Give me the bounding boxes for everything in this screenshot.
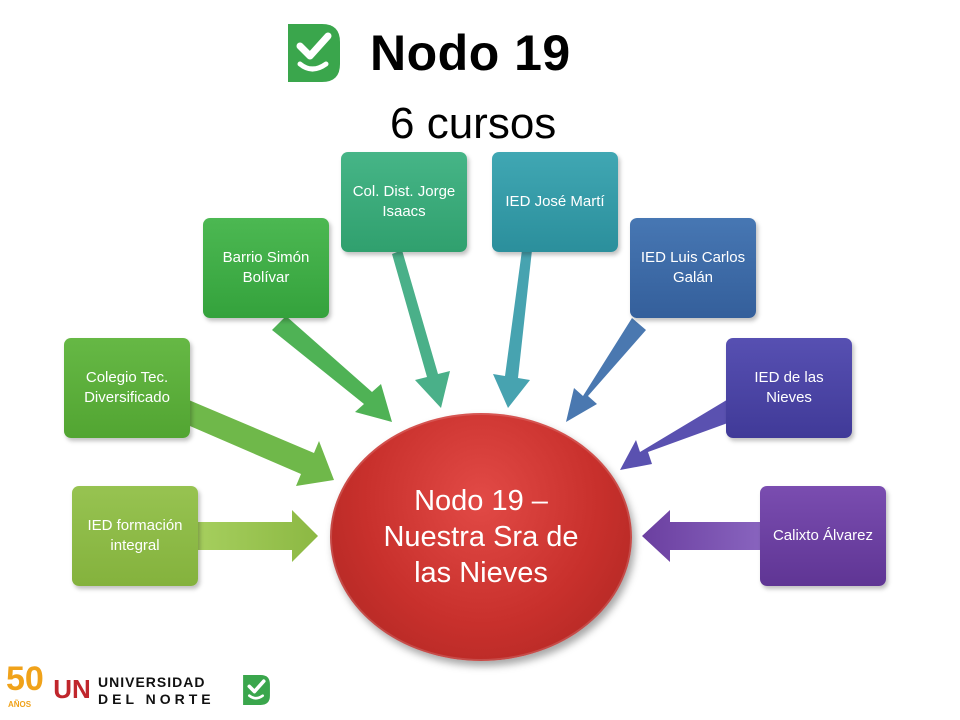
university-logo-icon: UN	[52, 668, 92, 708]
node-ied-de-las-nieves: IED de las Nieves	[726, 338, 852, 438]
node-ied-formacion-integral: IED formación integral	[72, 486, 198, 586]
node-label: Colegio Tec. Diversificado	[84, 368, 170, 406]
node-label: IED formación integral	[87, 516, 183, 554]
center-node: Nodo 19 – Nuestra Sra de las Nieves	[330, 413, 632, 661]
arrow-5	[566, 318, 646, 422]
un-mark-text: UN	[53, 674, 91, 704]
node-label: IED de las Nieves	[754, 368, 824, 406]
university-name-line2: DEL NORTE	[98, 691, 215, 707]
node-label: Barrio Simón Bolívar	[222, 248, 310, 286]
anniversary-logo-word: AÑOS	[8, 700, 32, 709]
arrow-7	[642, 510, 768, 562]
page-title: Nodo 19	[370, 25, 571, 81]
anniversary-logo-number: 50	[6, 660, 44, 698]
center-node-label: Nodo 19 – Nuestra Sra de las Nieves	[383, 484, 579, 590]
node-label: IED José Martí	[505, 192, 605, 210]
page-subtitle: 6 cursos	[390, 99, 557, 148]
node-label: Calixto Álvarez	[772, 526, 874, 544]
node-colegio-tec-diversificado: Colegio Tec. Diversificado	[64, 338, 190, 438]
node-label: Col. Dist. Jorge Isaacs	[352, 182, 456, 220]
node-barrio-simon-bolivar: Barrio Simón Bolívar	[203, 218, 329, 318]
arrow-2	[272, 316, 392, 422]
arrow-6	[620, 398, 736, 470]
node-ied-luis-carlos-galan: IED Luis Carlos Galán	[630, 218, 756, 318]
node-col-dist-jorge-isaacs: Col. Dist. Jorge Isaacs	[341, 152, 467, 252]
check-logo-icon	[288, 24, 340, 82]
arrow-0	[196, 510, 318, 562]
arrow-3	[392, 250, 450, 408]
node-calixto-alvarez: Calixto Álvarez	[760, 486, 886, 586]
arrow-1	[176, 398, 334, 486]
university-name-line1: UNIVERSIDAD	[98, 674, 206, 690]
node-label: IED Luis Carlos Galán	[640, 248, 746, 286]
arrow-4	[493, 250, 532, 408]
check-logo-icon	[243, 675, 270, 705]
node-ied-jose-marti: IED José Martí	[492, 152, 618, 252]
